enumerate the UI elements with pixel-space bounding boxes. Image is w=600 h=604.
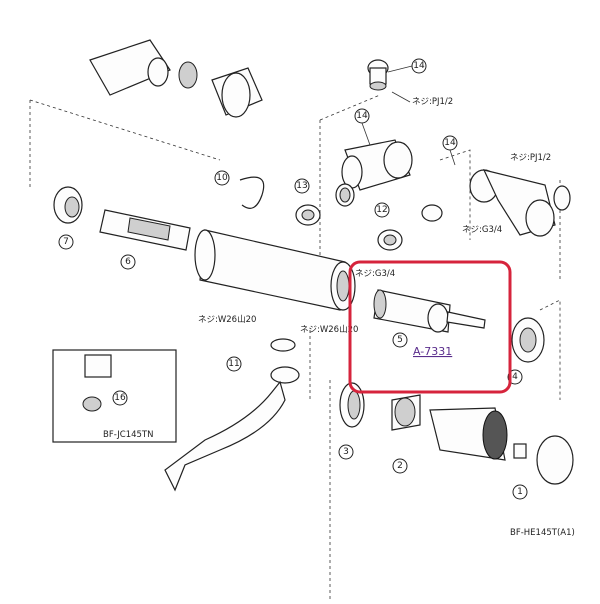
handle	[429, 407, 508, 461]
thread-label-g34-upper: ネジ:G3/4	[355, 269, 395, 279]
callout-1-label: 1	[517, 487, 523, 497]
callout-3-label: 3	[343, 447, 349, 457]
callout-12	[374, 202, 390, 218]
thread-label-pj12-right: ネジ:PJ1/2	[510, 153, 551, 163]
highlight-box	[348, 260, 512, 394]
callout-4-label: 4	[512, 372, 518, 382]
part-6-cartridge	[99, 209, 191, 251]
callout-7-label: 7	[63, 237, 69, 247]
callout-2-label: 2	[397, 461, 403, 471]
thread-label-w26-left: ネジ:W26山20	[198, 314, 256, 325]
callout-17	[112, 390, 128, 406]
callout-6-label: 6	[125, 257, 131, 267]
part-1-screw	[513, 443, 527, 459]
callout-14-left-label: 14	[356, 111, 368, 121]
part-13-fitting	[295, 204, 321, 226]
part-5-cartridge	[373, 289, 486, 333]
faucet-main-body	[194, 229, 356, 311]
callout-17-label: 16	[114, 393, 126, 403]
callout-14-right-label: 14	[444, 138, 456, 148]
part-11-union	[270, 338, 300, 384]
part-4-adapter	[511, 317, 545, 363]
callout-13	[294, 178, 310, 194]
callout-10-label: 10	[216, 173, 228, 183]
callout-6	[120, 254, 136, 270]
handle-cap	[536, 435, 574, 485]
thread-label-pj12-top: ネジ:PJ1/2	[412, 97, 453, 107]
spout	[164, 380, 286, 492]
thread-label-w26-mid: ネジ:W26山20	[300, 324, 358, 335]
callout-15-label: 14	[413, 61, 425, 71]
callout-11-label: 11	[228, 359, 239, 369]
part-2-sleeve	[391, 394, 421, 431]
part-14-elbow-left	[335, 139, 413, 207]
gasket-ring	[421, 204, 443, 222]
model-code: BF-HE145T(A1)	[510, 528, 575, 538]
inset-model-code: BF-JC145TN	[103, 430, 153, 440]
inset-box	[52, 349, 177, 443]
part-12-fitting	[377, 229, 403, 251]
callout-11	[226, 356, 242, 372]
thread-label-g34-right: ネジ:G3/4	[462, 225, 502, 235]
part-5-link[interactable]: A-7331	[413, 345, 452, 358]
part-14-elbow-right	[469, 169, 571, 237]
callout-3	[338, 444, 354, 460]
callout-12-label: 12	[376, 205, 387, 215]
part-10-clip	[239, 176, 265, 209]
callout-1	[512, 484, 528, 500]
callout-2	[392, 458, 408, 474]
callout-10	[214, 170, 230, 186]
part-15-assembly	[367, 59, 389, 91]
callout-7	[58, 234, 74, 250]
part-3-handle-ring	[339, 382, 365, 428]
part-7-nut	[53, 186, 83, 224]
callout-5	[392, 332, 408, 348]
callout-5-label: 5	[397, 335, 403, 345]
top-left-fitting	[89, 39, 263, 118]
callout-13-label: 13	[296, 181, 307, 191]
